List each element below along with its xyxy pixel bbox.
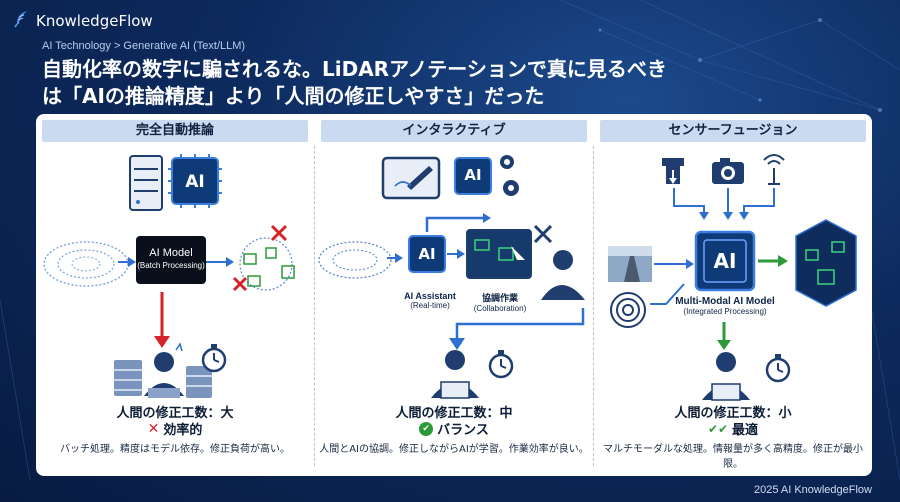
ai-chip-label: AI bbox=[713, 249, 737, 273]
server-icon bbox=[129, 155, 163, 211]
collaboration-label: 協調作業 (Collaboration) bbox=[465, 291, 535, 313]
road-image-icon bbox=[608, 246, 652, 282]
result-description: 人間とAIの協調。修正しながらAIが学習。作業効率が良い。 bbox=[319, 444, 589, 455]
ai-chip-icon bbox=[168, 154, 222, 208]
result-status-label: 効率的 bbox=[163, 423, 203, 438]
page-title: 自動化率の数字に騙されるな。LiDARアノテーションで真に見るべき は「AIの推… bbox=[42, 56, 882, 110]
ai-assistant-chip-label: AI bbox=[418, 245, 436, 263]
footer-copyright: 2025 AI KnowledgeFlow bbox=[753, 484, 872, 496]
assistant-title: AI Assistant bbox=[404, 291, 456, 301]
result-title: 人間の修正工数：大 bbox=[116, 406, 234, 421]
title-line-2: は「AIの推論精度」より「人間の修正しやすさ」だった bbox=[42, 84, 545, 108]
worker-laptop-icon bbox=[702, 352, 750, 401]
annotated-cloud-icon bbox=[239, 237, 295, 291]
result-status: ✔ バランス bbox=[315, 419, 593, 438]
ai-chip-icon bbox=[454, 157, 492, 195]
breadcrumb[interactable]: AI Technology > Generative AI (Text/LLM) bbox=[42, 40, 246, 52]
ai-assistant-chip-icon bbox=[408, 235, 446, 273]
full-auto-illustration bbox=[43, 154, 295, 398]
collaboration-title: 協調作業 bbox=[481, 293, 518, 303]
column-interactive: インタラクティブ bbox=[315, 114, 593, 476]
column-sensor-fusion: センサーフュージョン bbox=[594, 114, 872, 476]
comparison-panel: 完全自動推論 bbox=[36, 114, 872, 476]
result-status-label: 最適 bbox=[732, 423, 759, 438]
brand-logo: KnowledgeFlow bbox=[14, 10, 153, 32]
camera-icon bbox=[712, 158, 744, 184]
stopwatch-icon bbox=[488, 350, 514, 379]
column-header: 完全自動推論 bbox=[42, 120, 308, 142]
model-subtitle: (Integrated Processing) bbox=[683, 307, 767, 316]
result-description: バッチ処理。精度はモデル依存。修正負荷が高い。 bbox=[60, 444, 290, 455]
stressed-worker-icon bbox=[114, 342, 212, 398]
collaboration-screen-icon bbox=[466, 229, 532, 279]
result-title: 人間の修正工数：中 bbox=[395, 406, 513, 421]
column-divider bbox=[593, 146, 594, 466]
tablet-pen-icon bbox=[381, 156, 441, 200]
tools-icon bbox=[533, 224, 553, 244]
result-title: 人間の修正工数：小 bbox=[674, 406, 792, 421]
model-subtitle: (Batch Processing) bbox=[137, 261, 205, 270]
sensor-fusion-illustration bbox=[608, 154, 857, 401]
ai-chip-label: AI bbox=[464, 166, 482, 184]
brand-name: KnowledgeFlow bbox=[36, 12, 153, 30]
feather-icon bbox=[14, 10, 30, 32]
column-header: センサーフュージョン bbox=[600, 120, 866, 142]
gear-icon bbox=[500, 155, 519, 196]
ai-chip-label: AI bbox=[185, 172, 205, 192]
title-line-1: 自動化率の数字に騙されるな。LiDARアノテーションで真に見るべき bbox=[42, 57, 667, 81]
column-full-auto: 完全自動推論 bbox=[36, 114, 314, 476]
ai-model-box: AI Model (Batch Processing) bbox=[136, 236, 206, 284]
result-status: ✕ 効率的 bbox=[36, 419, 314, 439]
interactive-illustration bbox=[318, 155, 585, 399]
error-x-icon bbox=[232, 224, 288, 292]
point-cloud-icon bbox=[318, 241, 392, 279]
column-header: インタラクティブ bbox=[321, 120, 587, 142]
assistant-label: AI Assistant (Real-time) bbox=[395, 291, 465, 310]
cross-icon: ✕ bbox=[147, 420, 160, 437]
result-status-label: バランス bbox=[437, 423, 489, 438]
assistant-subtitle: (Real-time) bbox=[410, 301, 450, 310]
stopwatch-icon bbox=[765, 354, 791, 383]
check-circle-icon: ✔ bbox=[419, 421, 434, 436]
double-check-icon: ✔✔ bbox=[707, 421, 729, 436]
collaboration-subtitle: (Collaboration) bbox=[473, 304, 527, 313]
ai-chip-icon bbox=[694, 230, 756, 292]
lidar-sensor-icon bbox=[662, 158, 684, 184]
radar-antenna-icon bbox=[763, 154, 785, 185]
result-description: マルチモーダルな処理。情報量が多く高精度。修正が最小限。 bbox=[603, 444, 863, 470]
3d-scene-icon bbox=[795, 219, 857, 307]
user-pointing-icon bbox=[541, 250, 585, 300]
radar-waves-icon bbox=[610, 292, 646, 328]
worker-laptop-icon bbox=[431, 350, 479, 399]
model-title: Multi-Modal AI Model bbox=[675, 296, 775, 307]
result-status: ✔✔ 最適 bbox=[594, 419, 872, 439]
stopwatch-icon bbox=[201, 344, 227, 373]
multimodal-model-label: Multi-Modal AI Model (Integrated Process… bbox=[650, 296, 800, 316]
model-title: AI Model bbox=[149, 247, 193, 259]
point-cloud-icon bbox=[43, 241, 129, 287]
column-divider bbox=[314, 146, 315, 466]
